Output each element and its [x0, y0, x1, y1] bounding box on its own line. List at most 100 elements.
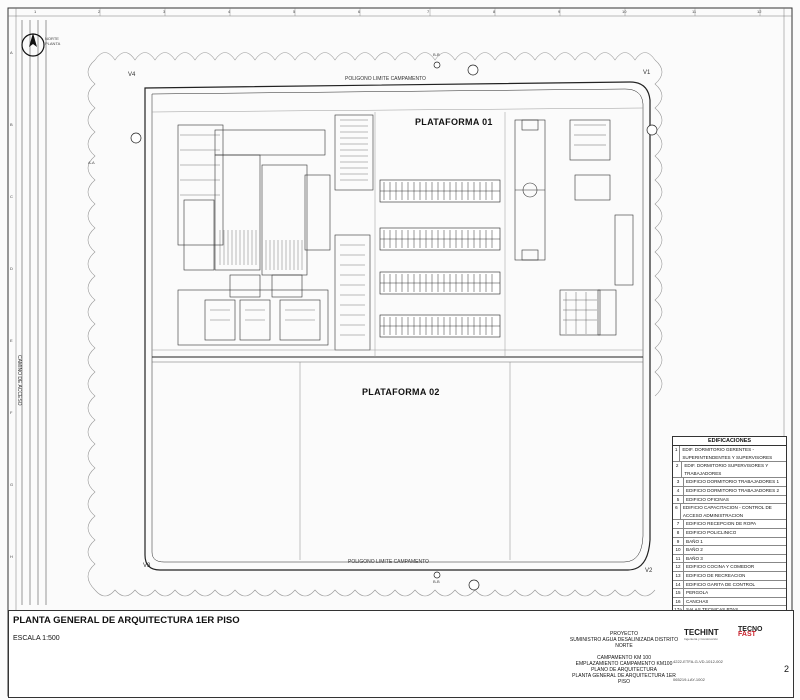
- grid-col-4: 4: [228, 9, 231, 14]
- edificacion-number: 16: [673, 597, 684, 606]
- plataforma-02-label: PLATAFORMA 02: [362, 387, 440, 397]
- edificacion-description: BAÑO 2: [686, 547, 703, 553]
- edificacion-number: 3: [673, 478, 684, 486]
- access-road-label: CAMINO DE ACCESO: [16, 355, 22, 406]
- project-name: SUMINISTRO AGUA DESALINIZADA DISTRITO NO…: [569, 637, 679, 649]
- project-label: PROYECTO: [610, 631, 638, 637]
- edificacion-description: PERGOLA: [686, 590, 709, 596]
- edificacion-number: 15: [673, 589, 684, 597]
- vertex-v4: V4: [128, 72, 136, 78]
- plano-label: PLANO DE ARQUITECTURA: [591, 667, 657, 673]
- grid-col-5: 5: [293, 9, 296, 14]
- planta-label: PLANTA GENERAL DE ARQUITECTURA 1ER PISO: [572, 673, 676, 685]
- section-label-b-top: B-B: [433, 52, 440, 57]
- grid-row-h: H: [10, 554, 13, 559]
- edificacion-number: 6: [673, 504, 681, 520]
- dormitory-blocks: [379, 179, 501, 338]
- north-arrow-icon: [21, 33, 45, 57]
- edificacion-description: EDIFICIO GARITA DE CONTROL: [686, 581, 756, 587]
- edificacion-number: 5: [673, 495, 684, 504]
- edificacion-number: 1: [673, 446, 681, 462]
- title-block: PLANTA GENERAL DE ARQUITECTURA 1ER PISO …: [8, 610, 794, 698]
- vertex-v2: V2: [645, 568, 653, 574]
- doc-code-1: 4222-ETFA-G-VD-1012-002: [673, 659, 723, 664]
- camp-polygon: [144, 81, 651, 571]
- grid-col-11: 11: [692, 9, 697, 14]
- edificacion-description: EDIFICIO CAPACITACION - CONTROL DE ACCES…: [682, 505, 772, 518]
- project-info: PROYECTO SUMINISTRO AGUA DESALINIZADA DI…: [569, 631, 679, 685]
- grid-row-c: C: [10, 194, 13, 199]
- vertex-v3: V3: [143, 563, 151, 569]
- edificacion-description: EDIFICIO OFICINAS: [686, 496, 729, 502]
- edificacion-description: EDIFICIO DORMITORIO TRABAJADORES 2: [686, 487, 779, 493]
- left-building-hatching: [180, 119, 368, 336]
- edificacion-number: 9: [673, 537, 684, 546]
- edificacion-number: 13: [673, 571, 684, 580]
- section-label-a: A-A: [88, 160, 95, 165]
- techint-logo-sub: Ingeniería y Construcción: [684, 637, 719, 641]
- grid-col-3: 3: [163, 9, 166, 14]
- north-label: NORTE PLANTA: [45, 36, 61, 46]
- access-road: [21, 20, 47, 605]
- edificacion-number: 14: [673, 580, 684, 589]
- grid-col-10: 10: [622, 9, 627, 14]
- section-markers: [130, 61, 658, 591]
- emplazamiento-label: EMPLAZAMIENTO CAMPAMENTO KM100: [575, 661, 673, 667]
- edificacion-description: EDIFICIO POLICLINICO: [686, 529, 737, 535]
- grid-col-2: 2: [98, 9, 101, 14]
- edificaciones-header: EDIFICACIONES: [673, 437, 786, 446]
- techint-logo-text: TECHINT: [684, 628, 719, 637]
- tecno-text: TECNO: [738, 626, 763, 633]
- edificacion-number: 11: [673, 554, 684, 563]
- doc-code-2: 065219-LAY-1002: [673, 677, 705, 682]
- edificacion-description: SALAS TECNICAS PTAS: [684, 606, 738, 614]
- grid-col-8: 8: [493, 9, 496, 14]
- edificacion-description: CANCHAS: [686, 598, 709, 604]
- grid-col-12: 12: [757, 9, 762, 14]
- vertex-v1: V1: [643, 70, 651, 76]
- edificacion-description: EDIF. DORMITORIO SUPERVISORES Y TRABAJAD…: [684, 463, 769, 476]
- grid-row-d: D: [10, 266, 13, 271]
- right-buildings: [559, 119, 634, 336]
- edificacion-description: EDIFICIO RECEPCION DE ROPA: [686, 521, 757, 527]
- edificacion-number: 7: [673, 520, 684, 528]
- sports-courts: [514, 119, 546, 261]
- dormitory-rooms: [380, 182, 500, 335]
- sheet-title: PLANTA GENERAL DE ARQUITECTURA 1ER PISO: [13, 615, 240, 626]
- polygon-label-top: POLIGONO LIMITE CAMPAMENTO: [345, 76, 426, 82]
- grid-col-7: 7: [427, 9, 430, 14]
- sheet-number: 2: [784, 664, 790, 674]
- grid-row-b: B: [10, 122, 13, 127]
- edificacion-description: BAÑO 3: [686, 555, 703, 561]
- edificacion-description: EDIFICIO DORMITORIO TRABAJADORES 1: [686, 479, 779, 485]
- left-buildings: [177, 114, 374, 351]
- edificacion-number: 10: [673, 546, 684, 554]
- edificacion-description: BAÑO 1: [686, 538, 703, 544]
- tecnofast-logo: TECNO FAST: [738, 626, 763, 638]
- fast-text: FAST: [738, 631, 756, 638]
- edificacion-number: 12: [673, 563, 684, 571]
- edificacion-description: EDIFICIO DE RECREACION: [686, 572, 746, 578]
- grid-col-9: 9: [558, 9, 561, 14]
- edificacion-number: 8: [673, 528, 684, 537]
- grid-col-6: 6: [358, 9, 361, 14]
- edificacion-number: 4: [673, 486, 684, 495]
- grid-col-1: 1: [34, 9, 37, 14]
- vegetation-cloud: [87, 52, 663, 597]
- plataforma-01-label: PLATAFORMA 01: [415, 117, 493, 127]
